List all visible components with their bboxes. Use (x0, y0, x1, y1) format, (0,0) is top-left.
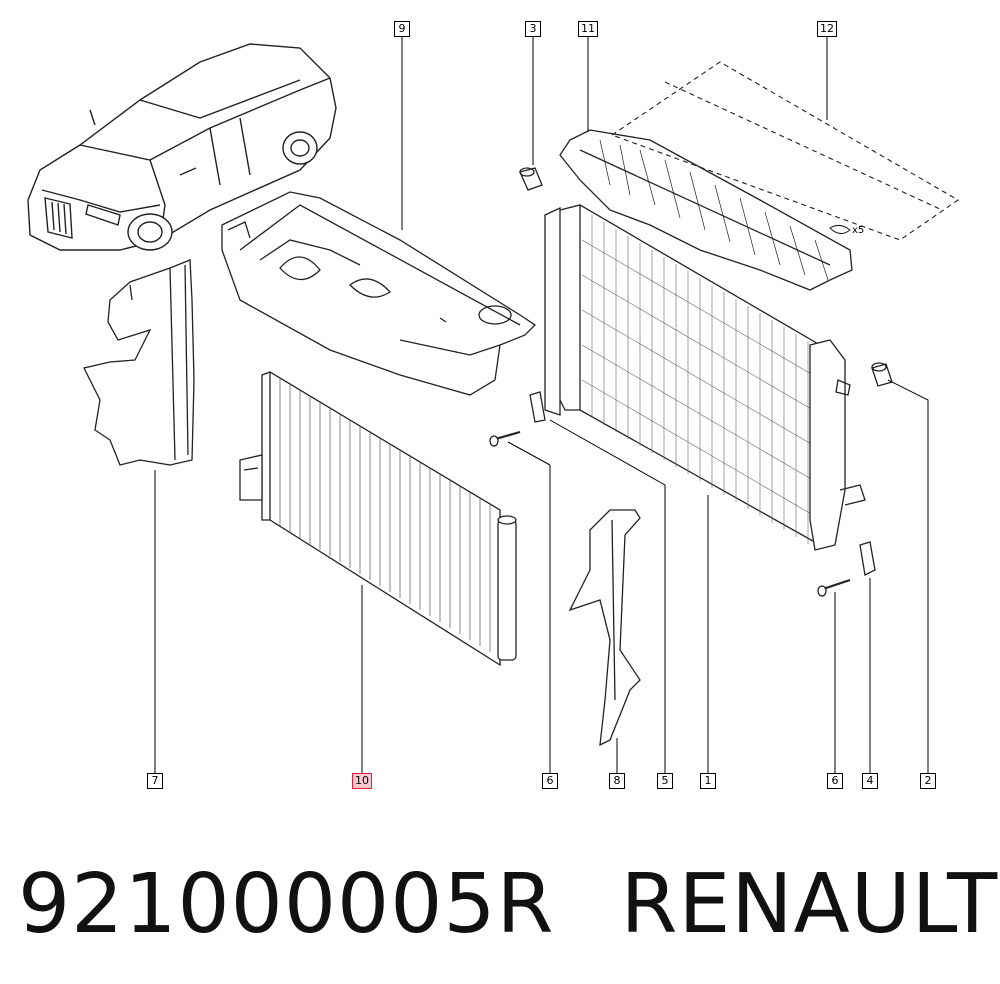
part-4-bracket (859, 541, 876, 576)
part-7-left-air-guide (83, 259, 195, 466)
exploded-parts-diagram: x5 (27, 37, 960, 773)
callout-11: 11 (578, 21, 598, 37)
callout-6-right: 6 (827, 773, 843, 789)
callout-9: 9 (394, 21, 410, 37)
callout-5: 5 (657, 773, 673, 789)
part-2-bushing (871, 362, 893, 387)
callout-8: 8 (609, 773, 625, 789)
callout-4: 4 (862, 773, 878, 789)
callout-12: 12 (817, 21, 837, 37)
part-1-radiator (544, 204, 866, 551)
part-6-screw-right (817, 578, 851, 597)
brand-name: RENAULT (620, 857, 999, 952)
car-illustration (27, 43, 337, 251)
part-number: 921000005R (18, 857, 555, 952)
callout-1: 1 (700, 773, 716, 789)
part-12-cover-outline (610, 61, 960, 241)
callout-10: 10 (352, 773, 372, 789)
part-6-screw-left (489, 430, 521, 447)
callout-2: 2 (920, 773, 936, 789)
callout-6-left: 6 (542, 773, 558, 789)
part-8-right-air-guide (568, 509, 641, 747)
part-caption: 921000005R RENAULT (18, 855, 998, 955)
part-11-upper-duct (559, 129, 853, 291)
part-3-bushing (519, 167, 543, 191)
quantity-annotation: x5 (852, 225, 864, 236)
part-10-condenser (239, 371, 517, 667)
part-9-air-deflector (221, 191, 537, 396)
callout-3: 3 (525, 21, 541, 37)
leader-lines (154, 37, 929, 773)
part-5-bracket (529, 391, 546, 423)
callout-7: 7 (147, 773, 163, 789)
